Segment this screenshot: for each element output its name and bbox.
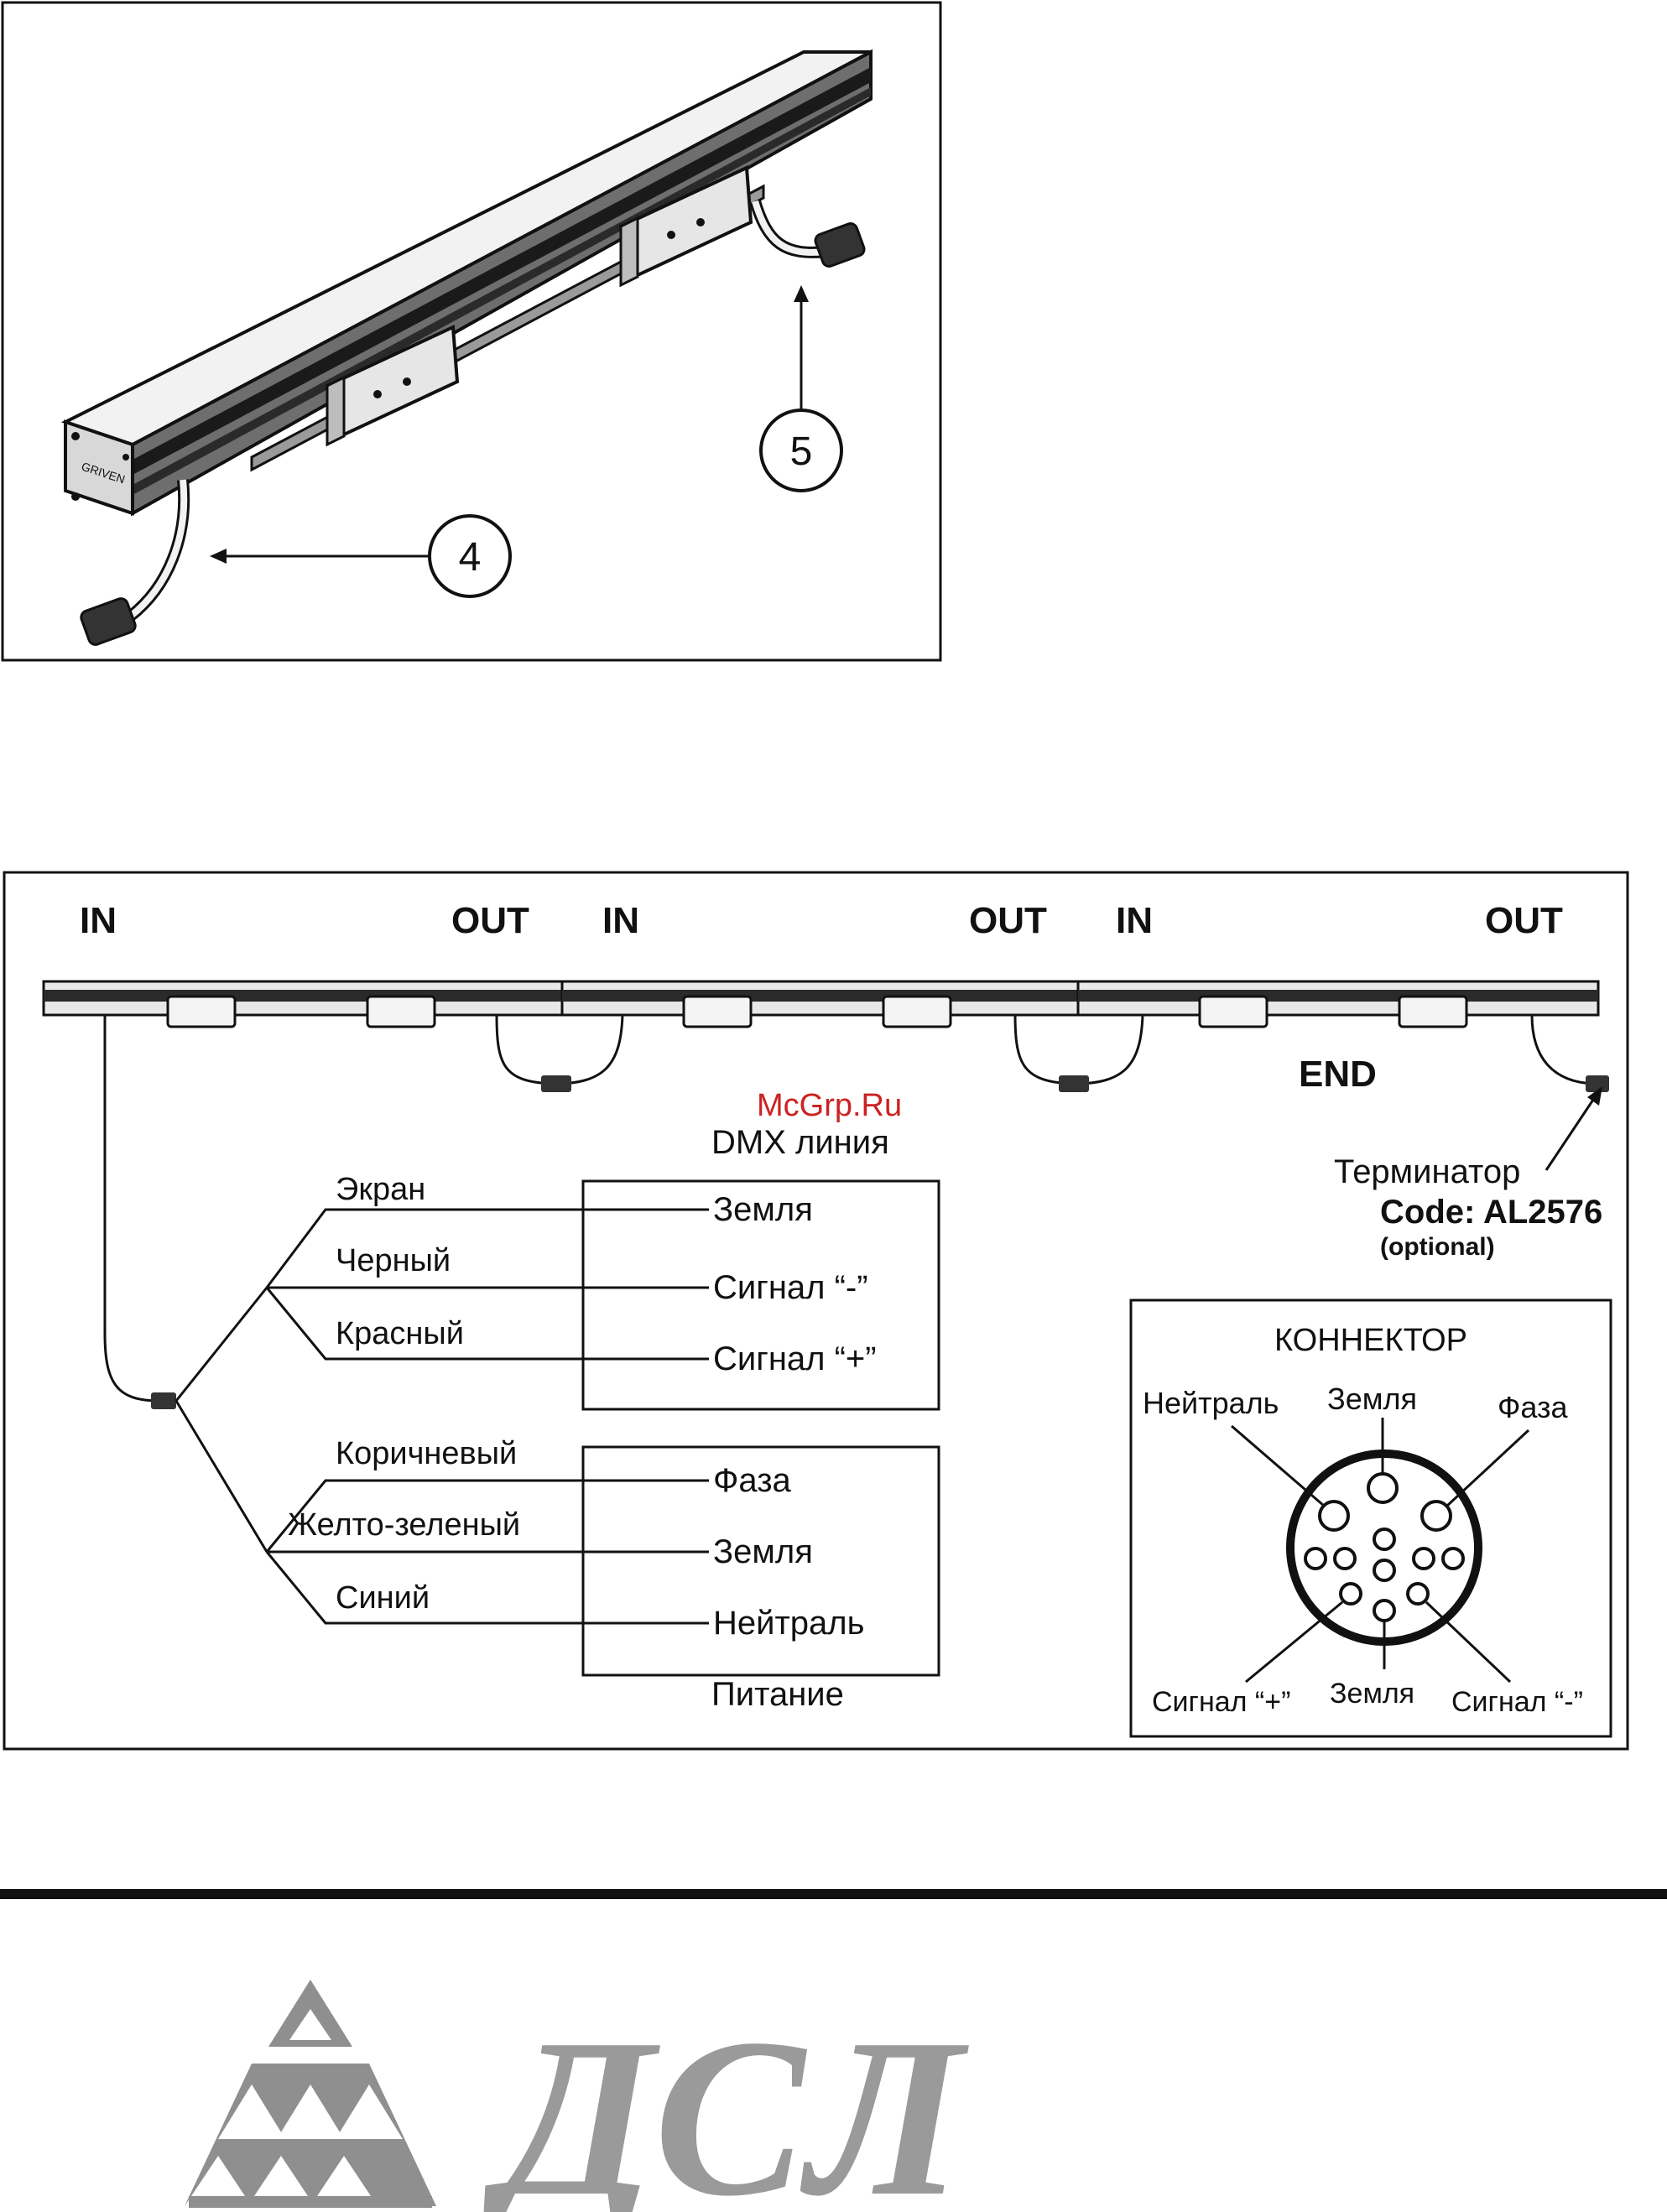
dmx-title: DMX линия [711,1124,889,1161]
segment-1-in-label: IN [80,900,117,941]
connector-label-signal-minus: Сигнал “-” [1451,1686,1583,1718]
segment-2-in-label: IN [602,900,639,941]
footer-divider [0,1889,1667,1899]
terminator-note: (optional) [1380,1233,1495,1261]
wiring-diagram-svg: IN OUT IN OUT IN OUT END McGrp.Ru DMX ли… [0,864,1667,1762]
callout-5-label: 5 [790,429,813,474]
terminator-label: Терминатор [1334,1153,1520,1190]
fixture-bar-3 [1078,981,1598,1027]
segment-3-in-label: IN [1116,900,1153,941]
logo-text: ДСЛ [482,1992,971,2212]
dmx-signal-2: Сигнал “-” [713,1269,868,1306]
main-feed-cable [105,1015,267,1552]
jumper-cable-2 [1015,1015,1143,1092]
company-logo: ДСЛ [0,1929,1667,2212]
terminator-code: Code: AL2576 [1380,1194,1602,1231]
output-connector [814,221,867,268]
callout-5: 5 [761,285,841,491]
dmx-wire-3: Красный [336,1316,464,1351]
jumper-cable-1 [497,1015,623,1092]
power-wire-3: Синий [336,1580,430,1616]
fixture-figure: GRIVEN 4 5 [0,0,1667,671]
connector-label-phase: Фаза [1498,1390,1568,1424]
dmx-signal-1: Земля [713,1191,813,1228]
watermark-text: McGrp.Ru [757,1088,902,1123]
callout-4: 4 [210,516,510,596]
footer-logo: ДСЛ [0,1929,1667,2212]
connector-label-neutral: Нейтраль [1143,1386,1279,1420]
connector-label-ground-bottom: Земля [1330,1678,1414,1710]
fixture-bar-2 [562,981,1078,1027]
terminator-cable [1532,1015,1609,1092]
power-signal-1: Фаза [713,1462,792,1499]
connector-label-signal-plus: Сигнал “+” [1152,1686,1290,1718]
dmx-wire-2: Черный [336,1243,451,1278]
power-signal-3: Нейтраль [713,1605,864,1642]
callout-4-label: 4 [459,535,482,580]
dmx-wire-1: Экран [336,1172,425,1207]
connector-pinout: КОННЕКТОР Нейтраль Земля Фаза Сигнал “+”… [1131,1300,1611,1736]
fixture-bar-1 [44,981,562,1027]
dmx-signal-3: Сигнал “+” [713,1340,877,1377]
segment-1-out-label: OUT [451,900,529,941]
end-label: END [1299,1054,1377,1095]
power-title: Питание [711,1676,844,1713]
led-bar-fixture: GRIVEN [65,52,871,513]
connector-label-ground-top: Земля [1327,1382,1417,1416]
output-cable [755,201,866,268]
dmx-fanout [267,1210,709,1359]
power-wire-1: Коричневый [336,1436,517,1471]
power-fanout [267,1481,709,1623]
wiring-diagram: IN OUT IN OUT IN OUT END McGrp.Ru DMX ли… [0,864,1667,1762]
input-connector [80,596,138,646]
triangle-emblem [185,1980,436,2208]
connector-title: КОННЕКТОР [1274,1323,1467,1358]
power-signal-2: Земля [713,1533,813,1570]
segment-3-out-label: OUT [1485,900,1563,941]
fixture-illustration: GRIVEN 4 5 [0,0,1667,671]
terminator-callout: Терминатор Code: AL2576 (optional) [1334,1086,1602,1261]
segment-2-out-label: OUT [969,900,1047,941]
power-wire-2: Желто-зеленый [288,1507,520,1543]
